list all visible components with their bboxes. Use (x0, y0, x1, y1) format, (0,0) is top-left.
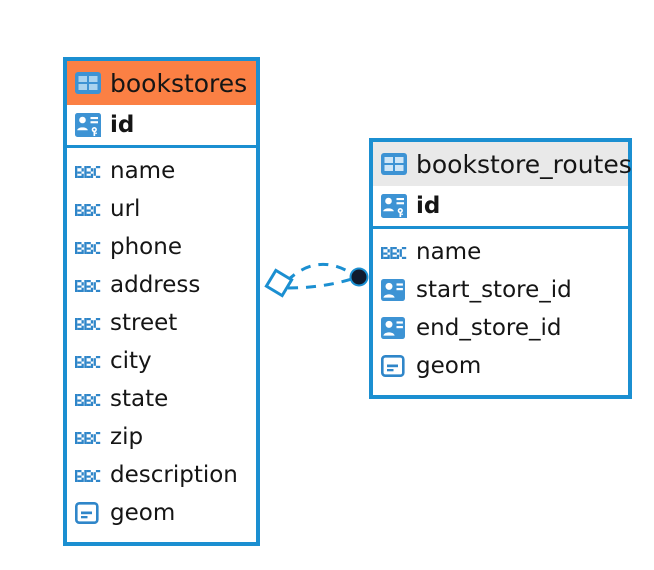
field-row-phone[interactable]: phone (67, 228, 256, 266)
table-icon (381, 153, 407, 175)
diamond-open-marker (264, 268, 294, 298)
text-abc-icon (75, 316, 101, 330)
field-row-url[interactable]: url (67, 190, 256, 228)
text-abc-icon (75, 354, 101, 368)
field-label-zip: zip (110, 423, 144, 450)
entity-bookstores-title: bookstores (110, 68, 248, 98)
field-label-name: name (416, 238, 482, 265)
field-label-street: street (110, 309, 178, 336)
table-icon (75, 72, 101, 94)
field-row-geom[interactable]: geom (67, 494, 256, 532)
text-abc-icon (75, 202, 101, 216)
field-label-id: id (110, 111, 135, 138)
entity-bookstores-header[interactable]: bookstores (67, 61, 256, 105)
primary-key-icon (381, 194, 407, 218)
field-label-geom: geom (110, 499, 176, 526)
geometry-icon (74, 501, 101, 524)
entity-bookstores-fields: name (67, 148, 256, 532)
geometry-icon (380, 354, 407, 377)
primary-key-icon (75, 113, 101, 137)
field-row-id[interactable]: id (373, 186, 628, 229)
text-abc-icon (75, 468, 101, 482)
field-label-address: address (110, 271, 201, 298)
entity-bookstores[interactable]: bookstores (63, 57, 260, 546)
field-row-state[interactable]: state (67, 380, 256, 418)
entity-bookstore-routes-title: bookstore_routes (416, 149, 632, 179)
field-label-url: url (110, 195, 141, 222)
field-label-name: name (110, 157, 176, 184)
field-row-city[interactable]: city (67, 342, 256, 380)
field-row-id[interactable]: id (67, 105, 256, 148)
field-row-street[interactable]: street (67, 304, 256, 342)
relationship-line-lower (287, 277, 353, 290)
field-row-description[interactable]: description (67, 456, 256, 494)
field-label-city: city (110, 347, 152, 374)
text-abc-icon (75, 164, 101, 178)
text-abc-icon (75, 278, 101, 292)
text-abc-icon (381, 245, 407, 259)
field-label-geom: geom (416, 352, 482, 379)
foreign-key-icon (381, 279, 407, 301)
relationship-line-upper (285, 262, 355, 283)
field-label-phone: phone (110, 233, 182, 260)
field-label-end-store-id: end_store_id (416, 314, 562, 341)
text-abc-icon (75, 240, 101, 254)
entity-bookstore-routes-fields: name start_store_id (373, 229, 628, 385)
field-row-end-store-id[interactable]: end_store_id (373, 309, 628, 347)
field-row-geom[interactable]: geom (373, 347, 628, 385)
text-abc-icon (75, 430, 101, 444)
field-row-zip[interactable]: zip (67, 418, 256, 456)
field-row-address[interactable]: address (67, 266, 256, 304)
field-label-state: state (110, 385, 169, 412)
entity-bookstore-routes-header[interactable]: bookstore_routes (373, 142, 632, 186)
text-abc-icon (75, 392, 101, 406)
field-row-name[interactable]: name (67, 152, 256, 190)
entity-bookstore-routes[interactable]: bookstore_routes (369, 138, 632, 399)
filled-circle-marker (349, 267, 369, 287)
field-row-name[interactable]: name (373, 233, 628, 271)
field-label-start-store-id: start_store_id (416, 276, 572, 303)
field-row-start-store-id[interactable]: start_store_id (373, 271, 628, 309)
foreign-key-icon (381, 317, 407, 339)
field-label-id: id (416, 192, 441, 219)
field-label-description: description (110, 461, 238, 488)
